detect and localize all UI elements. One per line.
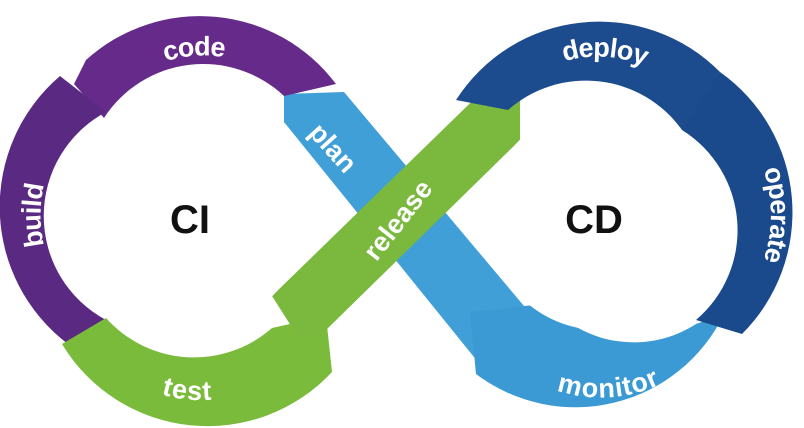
- test-segment: [62, 316, 332, 427]
- monitor-segment: [470, 304, 724, 408]
- ci-label: CI: [170, 198, 210, 242]
- cd-label: CD: [565, 198, 623, 242]
- operate-segment: [682, 72, 793, 334]
- build-label: build: [16, 181, 49, 250]
- svg-text:build: build: [16, 181, 49, 250]
- deploy-segment: [456, 21, 720, 130]
- release-band: [272, 72, 520, 340]
- code-segment: [74, 16, 336, 118]
- build-segment: [0, 76, 106, 344]
